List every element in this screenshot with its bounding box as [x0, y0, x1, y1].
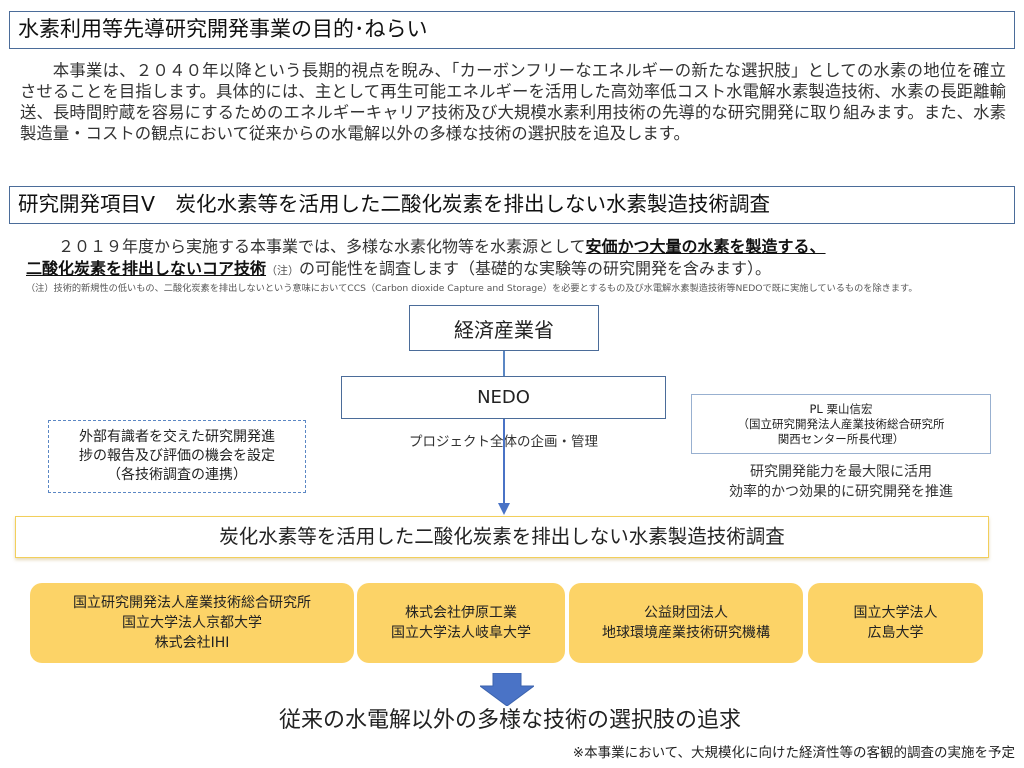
org-3-line2: 地球環境産業技術研究機構 [602, 625, 770, 641]
org-box-2: 株式会社伊原工業 国立大学法人岐阜大学 [357, 583, 565, 663]
conclusion-text: 従来の水電解以外の多様な技術の選択肢の追求 [278, 708, 741, 733]
note-mark: （注） [266, 264, 300, 277]
external-review-line2: 捗の報告及び評価の機会を設定 [79, 448, 275, 464]
section2-line1-emph: 安価かつ大量の水素を製造する、 [585, 237, 826, 256]
project-leader-box: PL 栗山信宏 （国立研究開発法人産業技術総合研究所 関西センター所長代理） [691, 394, 991, 454]
pl-affiliation-line2: 関西センター所長代理） [777, 431, 905, 446]
down-arrow-icon [498, 419, 510, 515]
org-2-line2: 国立大学法人岐阜大学 [391, 625, 531, 641]
section1-title: 水素利用等先導研究開発事業の目的･ねらい [18, 17, 428, 41]
project-title: 炭化水素等を活用した二酸化炭素を排出しない水素製造技術調査 [219, 525, 785, 548]
section2-title: 研究開発項目Ⅴ 炭化水素等を活用した二酸化炭素を排出しない水素製造技術調査 [18, 192, 771, 216]
bottom-note: ※本事業において、大規模化に向けた経済性等の客観的調査の実施を予定 [572, 745, 1015, 761]
ministry-box: 経済産業省 [409, 305, 599, 351]
result-arrow-icon [480, 673, 534, 706]
pl-name: PL 栗山信宏 [809, 401, 873, 416]
section2-line1-plain: ２０１９年度から実施する本事業では、多様な水素化物等を水素源として [58, 237, 586, 256]
section2-line2-emph: 二酸化炭素を排出しないコア技術 [26, 259, 267, 278]
org-box-4: 国立大学法人 広島大学 [808, 583, 983, 663]
project-title-box: 炭化水素等を活用した二酸化炭素を排出しない水素製造技術調査 [15, 516, 989, 558]
section2-paragraph: ２０１９年度から実施する本事業では、多様な水素化物等を水素源として安価かつ大量の… [26, 236, 1011, 282]
org-box-3: 公益財団法人 地球環境産業技術研究機構 [569, 583, 803, 663]
org-1-line1: 国立研究開発法人産業技術総合研究所 [73, 595, 311, 611]
footnote: （注）技術的新規性の低いもの、二酸化炭素を排出しないという意味においてCCS（C… [26, 283, 918, 294]
section1-heading: 水素利用等先導研究開発事業の目的･ねらい [9, 11, 1015, 49]
pl-caption: 研究開発能力を最大限に活用 効率的かつ効果的に研究開発を推進 [691, 462, 991, 502]
section2-line1: ２０１９年度から実施する本事業では、多様な水素化物等を水素源として安価かつ大量の… [26, 236, 1011, 258]
section2-line2: 二酸化炭素を排出しないコア技術（注）の可能性を調査します（基礎的な実験等の研究開… [26, 258, 1011, 282]
section2-heading: 研究開発項目Ⅴ 炭化水素等を活用した二酸化炭素を排出しない水素製造技術調査 [9, 186, 1015, 224]
pl-caption-line2: 効率的かつ効果的に研究開発を推進 [729, 484, 953, 500]
pl-caption-line1: 研究開発能力を最大限に活用 [750, 464, 932, 480]
org-1-line3: 株式会社IHI [154, 635, 230, 651]
external-review-box: 外部有識者を交えた研究開発進 捗の報告及び評価の機会を設定 （各技術調査の連携） [48, 420, 306, 493]
org-4-line1: 国立大学法人 [853, 605, 938, 621]
section1-paragraph: 本事業は、２０４０年以降という長期的視点を睨み、「カーボンフリーなエネルギーの新… [20, 61, 1006, 143]
org-2-line1: 株式会社伊原工業 [405, 605, 517, 621]
section2-line2-plain: の可能性を調査します（基礎的な実験等の研究開発を含みます）。 [299, 259, 772, 278]
pl-affiliation-line1: （国立研究開発法人産業技術総合研究所 [737, 416, 945, 431]
ministry-label: 経済産業省 [454, 317, 554, 342]
connector-ministry-nedo [503, 351, 505, 376]
org-box-1: 国立研究開発法人産業技術総合研究所 国立大学法人京都大学 株式会社IHI [30, 583, 354, 663]
org-4-line2: 広島大学 [867, 625, 924, 641]
nedo-label: NEDO [477, 387, 530, 408]
external-review-line1: 外部有識者を交えた研究開発進 [79, 429, 275, 445]
org-1-line2: 国立大学法人京都大学 [122, 615, 262, 631]
nedo-box: NEDO [341, 376, 666, 419]
org-3-line1: 公益財団法人 [644, 605, 728, 621]
external-review-line3: （各技術調査の連携） [107, 467, 247, 483]
